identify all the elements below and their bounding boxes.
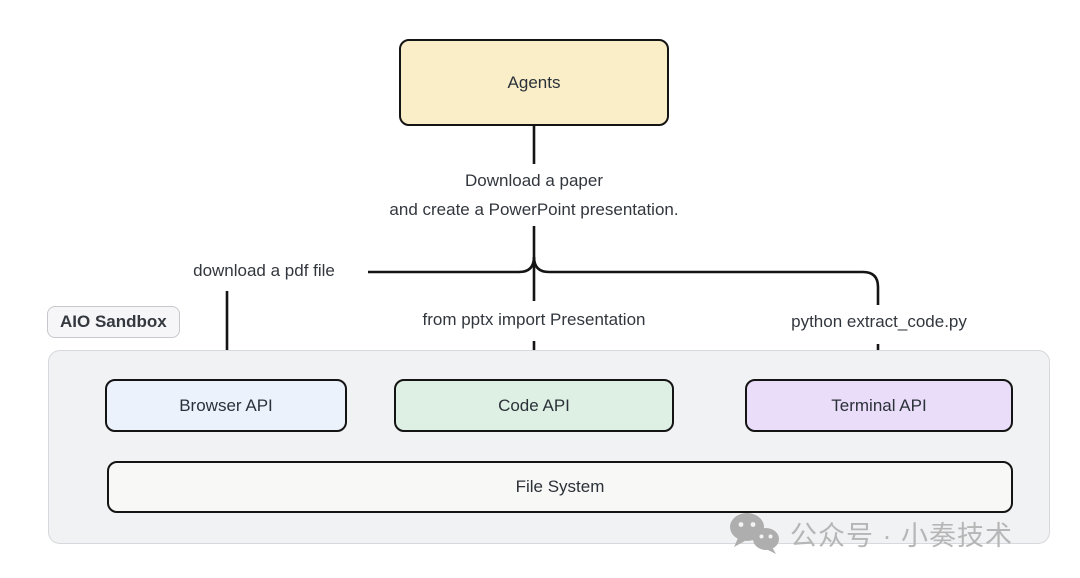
edge-label-task-line1: Download a paper (465, 171, 603, 190)
node-code-api-label: Code API (498, 395, 570, 415)
sandbox-chip: AIO Sandbox (47, 306, 180, 338)
edge-label-browser-cmd: download a pdf file (193, 261, 335, 280)
edge-label-task: Download a paper and create a PowerPoint… (389, 166, 678, 224)
node-agents-label: Agents (507, 72, 561, 92)
edge-label-terminal-cmd: python extract_code.py (791, 312, 967, 331)
node-browser-api-label: Browser API (179, 395, 273, 415)
edge-label-task-line2: and create a PowerPoint presentation. (389, 200, 679, 219)
sandbox-chip-label: AIO Sandbox (60, 312, 167, 331)
node-browser-api: Browser API (105, 379, 347, 432)
node-file-system-label: File System (515, 477, 605, 496)
edge-label-code-cmd: from pptx import Presentation (422, 310, 646, 329)
watermark: 公众号 · 小奏技术 (728, 512, 1013, 554)
edge-branch-left (368, 256, 536, 274)
wechat-icon (730, 513, 779, 554)
node-agents: Agents (399, 39, 669, 126)
node-file-system: File System (107, 461, 1013, 513)
node-code-api: Code API (394, 379, 674, 432)
watermark-text: 公众号 · 小奏技术 (790, 520, 1013, 551)
edge-branch-right (532, 256, 880, 305)
node-terminal-api-label: Terminal API (831, 395, 927, 415)
node-terminal-api: Terminal API (745, 379, 1013, 432)
